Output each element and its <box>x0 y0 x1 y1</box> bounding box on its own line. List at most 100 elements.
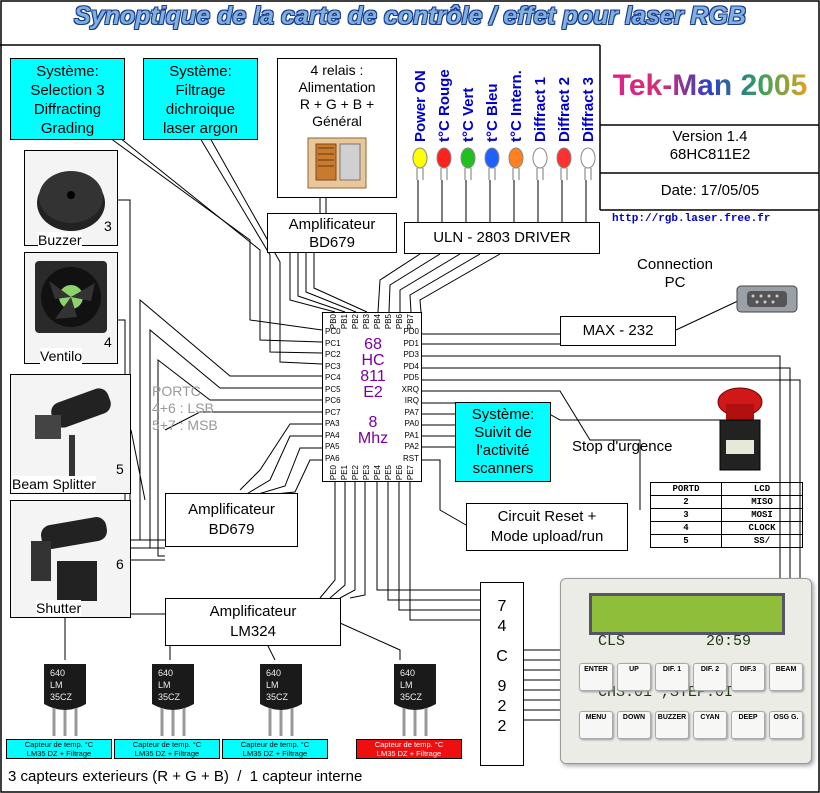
connection-pc-label: Connection PC <box>610 256 740 292</box>
logo-panel: Tek-Man 2005 <box>604 50 816 122</box>
version-block: Version 1.4 68HC811E2 <box>604 128 816 164</box>
table-cell: CLOCK <box>721 521 803 535</box>
key-beam[interactable]: BEAM <box>769 663 803 691</box>
table-cell: MISO <box>721 495 803 509</box>
table-cell: 5 <box>650 534 722 548</box>
sensor-chip-text: 640 <box>50 668 65 678</box>
led-label-3: t°C Bleu <box>484 83 501 143</box>
led-label-2: t°C Vert <box>460 87 477 142</box>
sensor-chip-text: 640 <box>266 668 281 678</box>
led-icon <box>460 147 476 180</box>
system-suivi-line: Système: <box>471 406 535 423</box>
key-buzzer[interactable]: BUZZER <box>655 711 689 739</box>
ampli-lm324-box: Amplificateur LM324 <box>165 598 341 646</box>
mcu-pin-label: PE5 <box>384 464 393 480</box>
mcu-name-line: 811 <box>360 368 386 385</box>
led-icon <box>580 147 596 180</box>
relay-icon <box>307 137 367 189</box>
emergency-stop-icon[interactable] <box>712 380 768 476</box>
lcd-table-header-row: PORTD LCD <box>650 482 803 496</box>
mcu-pin-label: PA1 <box>404 430 419 440</box>
led-icon <box>436 147 452 180</box>
buzzer-photo <box>24 150 118 246</box>
c922-char: 9 <box>497 678 507 695</box>
key-up[interactable]: UP <box>617 663 651 691</box>
system-selection-line: Système: <box>36 63 99 80</box>
mcu-name-line: HC <box>361 352 385 369</box>
key-enter[interactable]: ENTER <box>579 663 613 691</box>
mcu-spacer <box>345 401 401 415</box>
system-suivi-box: Système: Suivit de l'activité scanners <box>455 402 551 482</box>
system-selection-line: Grading <box>40 120 95 137</box>
version-line: Version 1.4 <box>672 128 748 145</box>
led-label-4: t°C Intern. <box>508 70 525 142</box>
mcu-pin-label: PB2 <box>351 314 360 330</box>
mcu-pin-label: PB4 <box>373 314 382 330</box>
mcu-pin-label: PC7 <box>325 407 341 417</box>
c922-spacer <box>481 667 523 677</box>
mcu-pin-label: PC4 <box>325 373 341 382</box>
relais-line: Général <box>312 113 362 129</box>
led-icon <box>532 147 548 180</box>
sensor-caption-line: Capteur de temp. °C <box>132 740 202 749</box>
ampli-mid-line: Amplificateur <box>188 501 275 518</box>
key-dif-1[interactable]: DIF. 1 <box>655 663 689 691</box>
key-down[interactable]: DOWN <box>617 711 651 739</box>
mcu-pin-label: PC1 <box>325 338 341 348</box>
sensor-caption-line: Capteur de temp. °C <box>374 740 444 749</box>
led-label-1: t°C Rouge <box>436 69 453 142</box>
key-menu[interactable]: MENU <box>579 711 613 739</box>
relais-line: Alimentation <box>298 79 376 95</box>
key-dif-2[interactable]: DIF. 2 <box>693 663 727 691</box>
shutter-icon <box>31 517 107 601</box>
led-label-5: Diffract 1 <box>532 76 549 142</box>
sensor-chip-text: LM <box>158 680 171 690</box>
mcu-freq-line: 8 <box>368 414 378 431</box>
system-selection-line: Selection 3 <box>30 82 105 99</box>
key-cyan[interactable]: CYAN <box>693 711 727 739</box>
sensor-chip-text: 35CZ <box>158 692 181 702</box>
key-osg-g-[interactable]: OSG G. <box>769 711 803 739</box>
buzzer-icon <box>37 171 105 231</box>
sensor-caption-line: Capteur de temp. °C <box>24 740 94 749</box>
mcu-pin-label: PA0 <box>404 419 419 428</box>
mcu-pin-label: PA4 <box>325 430 340 440</box>
table-cell: 4 <box>650 521 722 535</box>
mcu-pin-label: PE4 <box>373 464 382 480</box>
c922-char: 7 <box>497 598 507 615</box>
led-icon <box>556 147 572 180</box>
ampli-mid-line: BD679 <box>208 521 255 538</box>
key-dif-3[interactable]: DIF.3 <box>731 663 765 691</box>
sensor-caption-line: LM35 DZ + Filtrage <box>134 749 200 758</box>
beam-splitter-icon <box>35 388 111 485</box>
led-label-6: Diffract 2 <box>556 76 573 142</box>
system-filtrage-line: Système: <box>169 63 232 80</box>
ventilo-number: 4 <box>104 334 112 350</box>
ampli-top-line: BD679 <box>309 234 355 251</box>
website-link[interactable]: http://rgb.laser.free.fr <box>612 213 771 225</box>
mcu-pin-label: PC3 <box>325 361 341 371</box>
sensor-chip-text: LM <box>400 680 413 690</box>
key-deep[interactable]: DEEP <box>731 711 765 739</box>
system-suivi-line: l'activité <box>476 442 530 459</box>
c922-char: 4 <box>497 618 507 635</box>
portc-note: PORTC 4+6 : LSB 5+7 : MSB <box>152 383 218 434</box>
c922-spacer <box>481 637 523 647</box>
sensor-caption-line: LM35 DZ + Filtrage <box>26 749 92 758</box>
max232-box: MAX - 232 <box>560 316 676 346</box>
mcu-pin-label: PE7 <box>406 464 415 480</box>
sensor-caption-line: LM35 DZ + Filtrage <box>242 749 308 758</box>
reset-box: Circuit Reset + Mode upload/run <box>466 503 628 551</box>
mcu-pin-label: PA2 <box>404 442 419 451</box>
mcu-pin-label: RST <box>403 453 419 463</box>
buzzer-number: 3 <box>104 218 112 234</box>
sensor-chip-text: 640 <box>400 668 415 678</box>
